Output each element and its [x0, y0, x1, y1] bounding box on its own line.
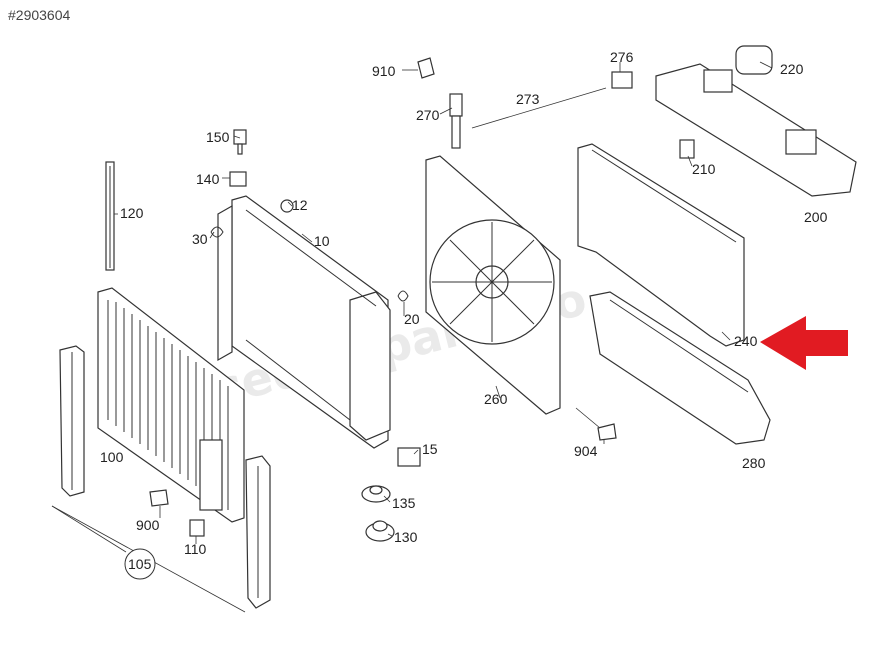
callout-30: 30: [192, 231, 208, 247]
callout-12: 12: [292, 197, 308, 213]
part-30-clip: [210, 226, 224, 238]
part-904-seal: [597, 423, 617, 441]
callout-200: 200: [804, 209, 828, 225]
part-200-upper-cover: [655, 63, 857, 197]
callout-105-circle: [124, 548, 156, 580]
part-12-oring: [280, 199, 294, 213]
callout-140: 140: [196, 171, 220, 187]
part-15-sensor: [397, 447, 421, 467]
part-135-mount: [361, 485, 391, 503]
callout-105: 105: [128, 556, 152, 572]
callout-10: 10: [314, 233, 330, 249]
leader-105-b: [51, 505, 127, 553]
callout-260: 260: [484, 391, 508, 407]
callout-20: 20: [404, 311, 420, 327]
callout-135: 135: [392, 495, 416, 511]
part-910-clip: [417, 57, 435, 79]
part-105-left-bracket: [59, 345, 85, 497]
callout-210: 210: [692, 161, 716, 177]
part-20-clip: [397, 290, 409, 302]
callout-900: 900: [136, 517, 160, 533]
callout-15: 15: [422, 441, 438, 457]
reference-number: #2903604: [8, 7, 71, 23]
leader-lines: [114, 61, 773, 544]
part-276-clip: [611, 71, 633, 89]
part-10-radiator: [217, 195, 391, 449]
callout-130: 130: [394, 529, 418, 545]
callout-220: 220: [780, 61, 804, 77]
callout-270: 270: [416, 107, 440, 123]
part-220-cap: [735, 45, 773, 75]
callout-280: 280: [742, 455, 766, 471]
part-130-mount: [365, 520, 395, 542]
part-140-mount: [229, 171, 247, 187]
part-110-fitting: [189, 519, 205, 537]
callout-120: 120: [120, 205, 144, 221]
callout-904: 904: [574, 443, 598, 459]
part-900-seal: [149, 489, 169, 507]
part-105-right-bracket: [245, 455, 271, 609]
part-260-fan-shroud: [425, 155, 561, 415]
part-210-clip: [679, 139, 695, 159]
part-100-condenser: [97, 287, 245, 523]
part-150-clip: [233, 129, 247, 155]
part-120-rod: [105, 161, 115, 271]
red-arrow: [760, 316, 848, 370]
callout-910: 910: [372, 63, 396, 79]
part-280-lower-shroud: [589, 291, 771, 445]
part-240-frame: [577, 143, 745, 347]
part-273-cable: [471, 87, 607, 129]
callout-100: 100: [100, 449, 124, 465]
callout-276: 276: [610, 49, 634, 65]
callout-273: 273: [516, 91, 540, 107]
callout-240: 240: [734, 333, 758, 349]
callout-150: 150: [206, 129, 230, 145]
part-270-sensor: [449, 93, 463, 149]
callout-110: 110: [184, 541, 207, 557]
